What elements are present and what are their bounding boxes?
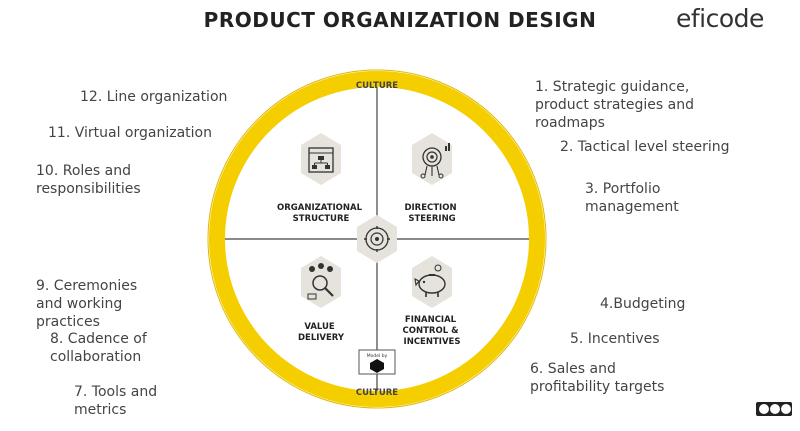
quadrant-tl-line1: ORGANIZATIONAL [277, 203, 363, 213]
quadrant-br-line1: FINANCIAL [405, 315, 457, 325]
gear-cycle-icon [357, 215, 397, 263]
quadrant-value-delivery: VALUE DELIVERY [298, 322, 345, 343]
piggy-bank-icon [412, 256, 452, 308]
label-sales-targets: 6. Sales and profitability targets [530, 361, 665, 395]
label-tactical-steering: 2. Tactical level steering [560, 139, 730, 155]
label-cadence: 8. Cadence of collaboration [50, 331, 147, 365]
quadrant-financial-control: FINANCIAL CONTROL & INCENTIVES [403, 315, 462, 347]
culture-ring [209, 71, 545, 407]
model-by-badge: Model by [358, 349, 396, 375]
quadrant-br-line2: CONTROL & [403, 326, 460, 336]
quadrant-organizational-structure: ORGANIZATIONAL STRUCTURE [277, 203, 365, 224]
quadrant-br-line3: INCENTIVES [404, 337, 461, 347]
people-magnifier-icon [301, 256, 341, 308]
quadrant-tl-line2: STRUCTURE [293, 214, 350, 224]
label-incentives: 5. Incentives [570, 331, 660, 347]
quadrant-direction-steering: DIRECTION STEERING [404, 203, 459, 224]
org-chart-icon [301, 133, 341, 185]
cc-license-icon [756, 402, 792, 416]
culture-label-top: CULTURE [356, 81, 398, 91]
label-tools-metrics: 7. Tools and metrics [74, 384, 158, 418]
culture-ring-outline [207, 69, 547, 409]
label-line-organization: 12. Line organization [80, 89, 228, 105]
quadrant-bl-line1: VALUE [304, 322, 335, 332]
label-ceremonies: 9. Ceremonies and working practices [36, 278, 138, 330]
quadrant-tr-line1: DIRECTION [404, 203, 456, 213]
label-roles-responsibilities: 10. Roles and responsibilities [36, 163, 141, 197]
badge-text: Model by [367, 353, 388, 359]
label-strategic-guidance: 1. Strategic guidance, product strategie… [535, 79, 694, 131]
label-portfolio-management: 3. Portfolio management [585, 181, 679, 215]
target-brain-icon [412, 133, 452, 185]
culture-label-bottom: CULTURE [356, 388, 398, 398]
eficode-logo: eficode [676, 4, 764, 33]
quadrant-bl-line2: DELIVERY [298, 333, 345, 343]
quadrant-tr-line2: STEERING [408, 214, 455, 224]
label-virtual-organization: 11. Virtual organization [48, 125, 212, 141]
label-budgeting: 4.Budgeting [600, 296, 686, 312]
page-title: PRODUCT ORGANIZATION DESIGN [203, 8, 597, 32]
